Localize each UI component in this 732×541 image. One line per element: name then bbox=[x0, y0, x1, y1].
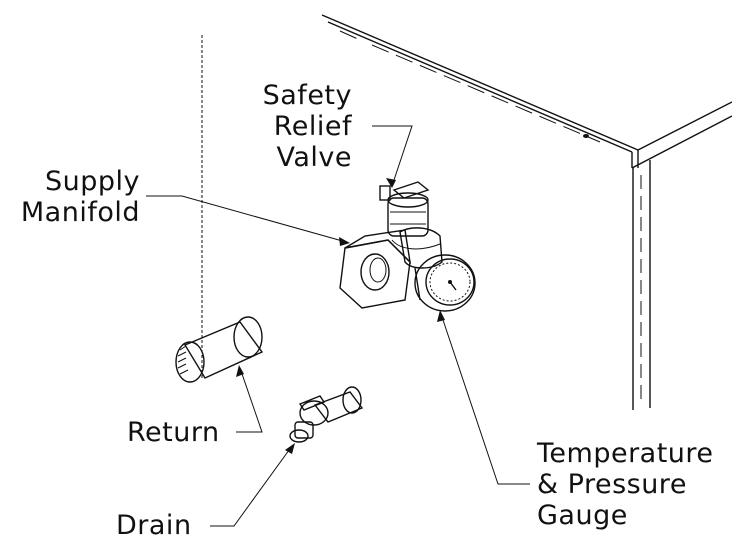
gauge-label-line-1: Temperature bbox=[537, 438, 714, 469]
supply-manifold-fitting bbox=[339, 227, 443, 309]
safety-relief-valve-line-1: Safety bbox=[262, 80, 352, 111]
safety-relief-valve-label: Safety Relief Valve bbox=[238, 80, 352, 173]
supply-manifold-line-1: Supply bbox=[44, 166, 140, 197]
drain-label: Drain bbox=[116, 510, 192, 541]
safety-relief-valve-line-3: Valve bbox=[276, 142, 352, 173]
return-label: Return bbox=[127, 417, 220, 448]
supply-manifold-label: Supply Manifold bbox=[0, 166, 140, 228]
drain-valve bbox=[289, 386, 364, 443]
temp-pressure-gauge bbox=[414, 254, 476, 312]
safety-relief-valve-line-2: Relief bbox=[273, 111, 352, 142]
safety-relief-valve bbox=[379, 181, 430, 237]
supply-manifold-line-2: Manifold bbox=[20, 197, 140, 228]
return-pipe bbox=[175, 316, 264, 383]
boiler-cabinet bbox=[321, 14, 732, 410]
leader-lines bbox=[146, 125, 530, 527]
gauge-label-line-2: & Pressure bbox=[537, 469, 687, 500]
gauge-label-line-3: Gauge bbox=[537, 500, 628, 531]
temperature-pressure-gauge-label: Temperature & Pressure Gauge bbox=[537, 438, 714, 531]
